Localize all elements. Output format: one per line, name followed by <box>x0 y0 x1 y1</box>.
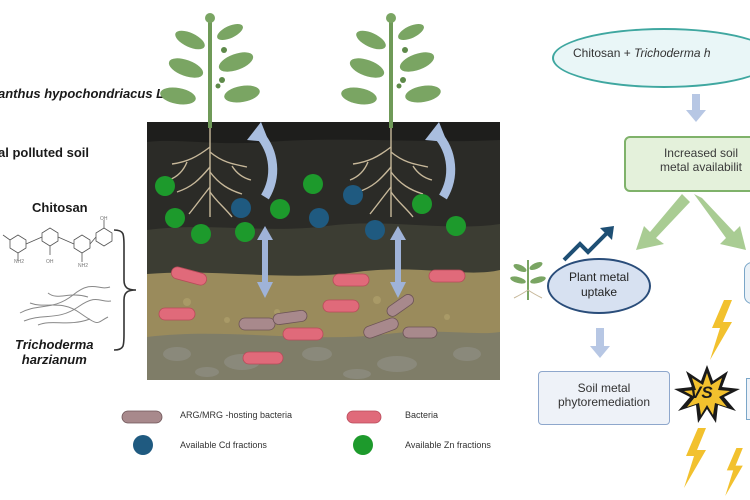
soil-cross-section <box>147 122 500 380</box>
svg-text:OH: OH <box>100 216 108 222</box>
svg-text:NH2: NH2 <box>78 263 88 269</box>
uptake-arrow-2 <box>425 122 456 200</box>
hyphae-icon <box>19 285 112 326</box>
plant-1-icon <box>160 13 260 128</box>
chitosan-molecule-icon: NH2 OH NH2 OH <box>2 216 113 269</box>
treatment-label: Chitosan + Trichoderma h <box>573 46 711 60</box>
legend-bacteria-icon <box>346 410 382 424</box>
trend-up-icon <box>562 226 614 262</box>
exchange-arrow-2 <box>390 226 406 298</box>
lightning-icon-2 <box>684 428 706 488</box>
cd-dots <box>231 185 385 240</box>
right-box-edge-bottom <box>746 378 750 420</box>
phytoremediation-box: Soil metal phytoremediation <box>538 371 670 425</box>
arrow-down-2 <box>590 328 610 358</box>
bracket-icon <box>113 229 137 351</box>
uptake-label: Plant metal uptake <box>568 270 630 299</box>
arrow-down-1 <box>686 94 706 122</box>
treatment-oval <box>552 28 750 88</box>
plant-2-icon <box>341 13 441 128</box>
legend-cd-label: Available Cd fractions <box>180 440 267 450</box>
roots-plant-1 <box>168 127 252 218</box>
legend-bacteria-label: Bacteria <box>405 410 439 420</box>
trichoderma-label: Trichoderma harzianum <box>15 337 94 367</box>
arg-bacteria-cells <box>238 294 438 339</box>
right-box-edge-top <box>744 262 750 304</box>
legend-cd-icon <box>133 435 153 455</box>
exchange-arrow-1 <box>257 226 273 298</box>
branch-arrows <box>636 194 746 250</box>
legend-zn-label: Available Zn fractions <box>405 440 491 450</box>
chitosan-label: Chitosan <box>32 200 88 215</box>
uptake-arrow-1 <box>247 122 278 200</box>
small-plant-icon <box>510 260 546 300</box>
legend-zn-icon <box>353 435 373 455</box>
svg-text:OH: OH <box>46 259 54 265</box>
lightning-icon-1 <box>710 300 732 360</box>
legend-arg-bacteria-label: ARG/MRG -hosting bacteria <box>180 410 293 420</box>
availability-box: Increased soil metal availabilit <box>624 136 750 192</box>
legend-arg-bacteria-icon <box>121 410 163 424</box>
bacteria-cells <box>158 266 466 365</box>
svg-text:NH2: NH2 <box>14 259 24 265</box>
lightning-icon-3 <box>725 448 743 496</box>
versus-label: VS <box>690 383 713 402</box>
soil-overlay <box>155 122 466 365</box>
versus-burst-icon <box>674 365 740 423</box>
uptake-oval <box>547 258 651 314</box>
species-label: anthus hypochondriacus L. <box>0 86 168 101</box>
soil-label: al polluted soil <box>0 145 90 160</box>
roots-plant-2 <box>349 127 433 218</box>
zn-dots <box>155 174 466 244</box>
